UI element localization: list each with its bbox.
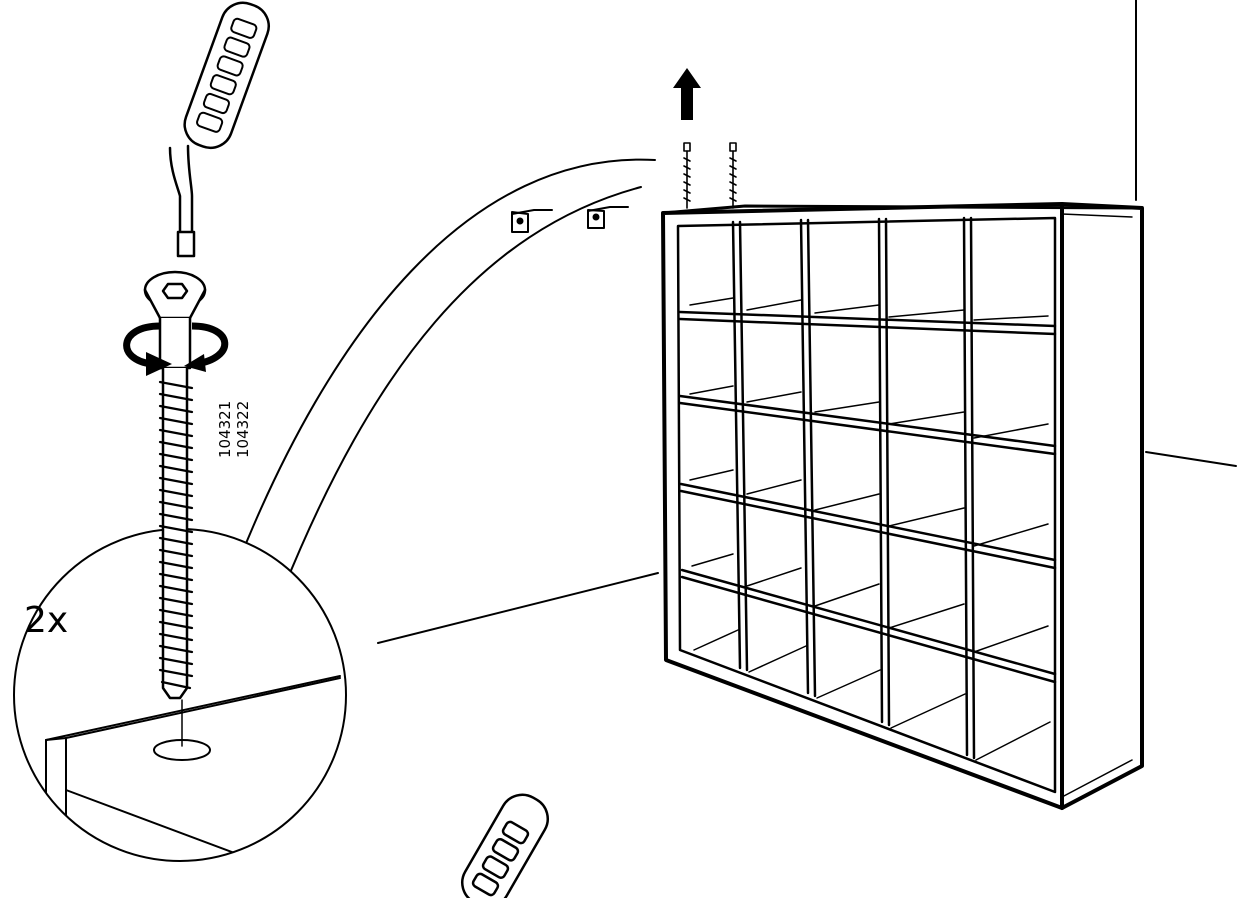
up-arrow-icon	[673, 68, 701, 120]
small-screw-right	[729, 142, 737, 209]
shelf-verticals	[731, 216, 976, 760]
large-screw	[143, 270, 207, 700]
allen-key-bottom	[461, 793, 549, 902]
magnify-connector-curves	[235, 158, 656, 591]
small-screw-left	[683, 142, 691, 209]
hex-socket	[161, 282, 189, 300]
screw-threads	[158, 380, 194, 690]
room-lines	[377, 0, 1237, 644]
wall-bracket-left	[511, 209, 553, 233]
allen-key-handle-icon	[168, 1, 270, 258]
shelf-side-panel	[1060, 202, 1144, 810]
quantity-label: 2x	[24, 600, 68, 641]
part-number-2: 104322	[234, 401, 252, 458]
shelf-unit	[661, 202, 1144, 810]
screw-pair	[683, 142, 737, 209]
part-number-1: 104321	[216, 401, 234, 458]
part-number-labels: 104321 104322	[216, 401, 252, 458]
shelf-depth-lines	[689, 297, 1051, 761]
wall-bracket-right	[587, 206, 629, 229]
clockwise-rotation-icon	[123, 322, 229, 376]
